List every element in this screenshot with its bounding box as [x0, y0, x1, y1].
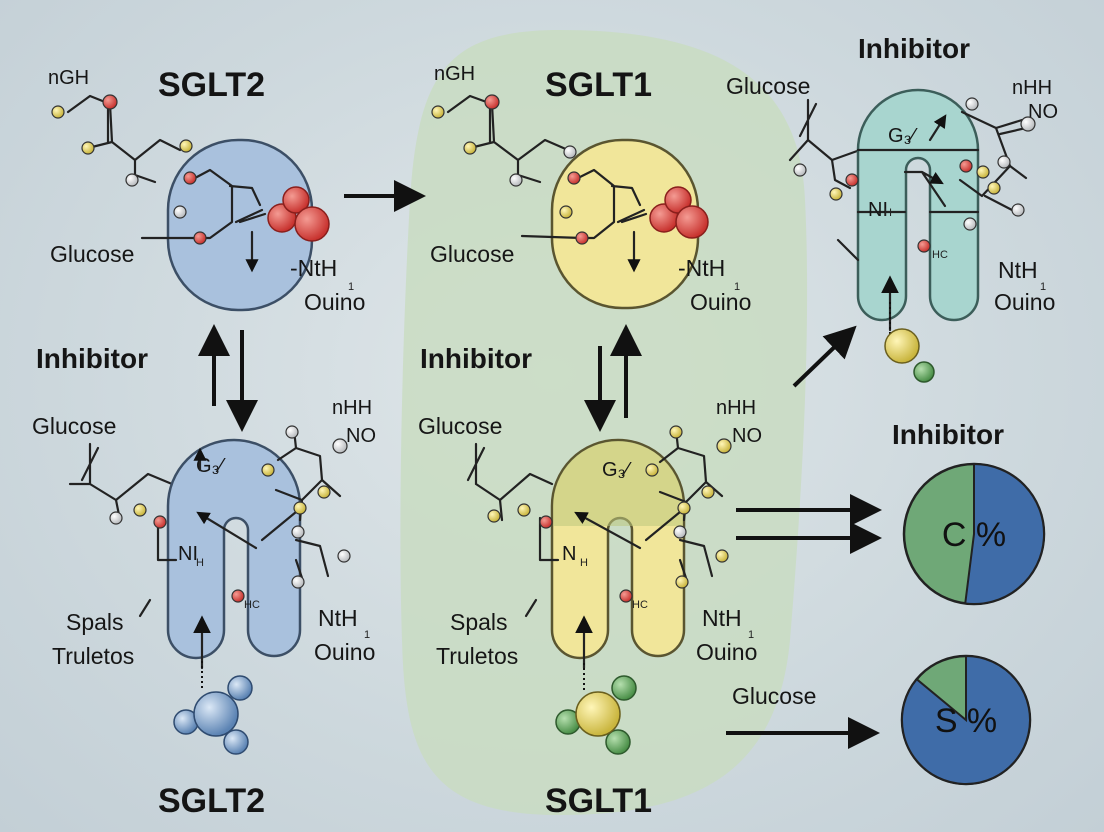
nhh-label: nHH [1012, 77, 1052, 99]
truletos-label: Truletos [52, 643, 134, 669]
glucose-label: Glucose [50, 241, 134, 267]
no-label: NO [346, 425, 376, 447]
ligand-green [913, 361, 935, 383]
pie-slice-blue [901, 654, 1031, 785]
atom-yellow [179, 139, 193, 153]
nh-subscript: H [884, 207, 892, 219]
atom-white [125, 173, 139, 187]
hc-label: HC [632, 599, 648, 611]
glucose-molecule-mixed [555, 675, 637, 755]
panel-title: SGLT2 [158, 66, 265, 104]
glucose-molecule-blue [173, 675, 253, 755]
atom-yellow [81, 141, 95, 155]
pie-label: C % [942, 516, 1006, 554]
glucose-label: Glucose [418, 413, 502, 439]
panel-sglt1-bottom: Inhibitor Glucose nHH NO G₃⁄ N H HC NtH … [418, 324, 762, 820]
arrow-to-inhibitor [792, 325, 857, 388]
atom-red [193, 231, 207, 245]
nh-subscript: H [580, 557, 588, 569]
nth-label: NtH [998, 257, 1038, 283]
glucose-label: Glucose [732, 683, 816, 709]
panel-title: SGLT2 [158, 782, 265, 820]
nh-subscript: H [196, 557, 204, 569]
glucose-label: Glucose [726, 73, 810, 99]
panel-sglt1-top: nGH SGLT1 Glucose -NtH 1 Ouino [430, 63, 751, 315]
spals-label: Spals [66, 609, 124, 635]
no-label: NO [1028, 101, 1058, 123]
nth-subscript: 1 [348, 281, 354, 293]
nth-subscript: 1 [364, 629, 370, 641]
panel-title: Inhibitor [858, 33, 970, 64]
sglt2-channel-body [166, 438, 302, 660]
truletos-label: Truletos [436, 643, 518, 669]
pie-label: S % [935, 702, 997, 740]
atom-red [102, 94, 118, 110]
nth-label: NtH [318, 605, 358, 631]
panel-sglt2-bottom: Inhibitor Glucose nHH NO G₃⁄ NI H HC NtH… [32, 324, 376, 820]
nth-subscript: 1 [734, 281, 740, 293]
inhibitor-transporter-body [856, 88, 980, 322]
nth-label: NtH [702, 605, 742, 631]
ouino-label: Ouino [314, 639, 375, 665]
hc-label: HC [932, 249, 948, 261]
inhibitor-cluster-red [649, 186, 709, 239]
ouino-label: Ouino [304, 289, 365, 315]
mol-label: nGH [434, 63, 475, 85]
glucose-label: Glucose [430, 241, 514, 267]
ligand-yellow [884, 328, 920, 364]
spals-label: Spals [450, 609, 508, 635]
glucose-label: Glucose [32, 413, 116, 439]
ouino-label: Ouino [690, 289, 751, 315]
nth-label: -NtH [678, 255, 725, 281]
ouino-label: Ouino [994, 289, 1055, 315]
nth-subscript: 1 [1040, 281, 1046, 293]
g-label: G₃⁄ [888, 125, 918, 147]
nh-label: NI [178, 543, 198, 565]
atom-white [173, 205, 187, 219]
no-label: NO [732, 425, 762, 447]
sglt1-upper-shade [553, 441, 683, 526]
pie-slice-blue [964, 462, 1045, 605]
inhibitor-label: Inhibitor [420, 343, 532, 374]
pie-chart-top: C % [902, 462, 1046, 606]
g-label: G₃⁄ [602, 459, 632, 481]
inhibitor-cluster-red [267, 186, 330, 242]
nhh-label: nHH [716, 397, 756, 419]
panel-title: SGLT1 [545, 66, 652, 104]
ouino-label: Ouino [696, 639, 757, 665]
atom-yellow [51, 105, 65, 119]
pie-chart-bottom: S % [900, 654, 1032, 786]
mol-label: nGH [48, 67, 89, 89]
panel-sglt2-top: nGH SGLT2 Glucose -NtH 1 Ouino [48, 66, 365, 315]
panel-title: SGLT1 [545, 782, 652, 820]
pie-section: Inhibitor C % Glucose S % [726, 419, 1046, 786]
pie-heading: Inhibitor [892, 419, 1004, 450]
atom-red [183, 171, 197, 185]
inhibitor-label: Inhibitor [36, 343, 148, 374]
hc-label: HC [244, 599, 260, 611]
nth-subscript: 1 [748, 629, 754, 641]
nhh-label: nHH [332, 397, 372, 419]
panel-inhibitor-top-right: Inhibitor Glucose nHH NO G₃⁄ NΙ H HC NtH… [726, 33, 1058, 383]
nh-label: N [562, 543, 576, 565]
nh-label: NΙ [868, 199, 888, 221]
nth-label: -NtH [290, 255, 337, 281]
